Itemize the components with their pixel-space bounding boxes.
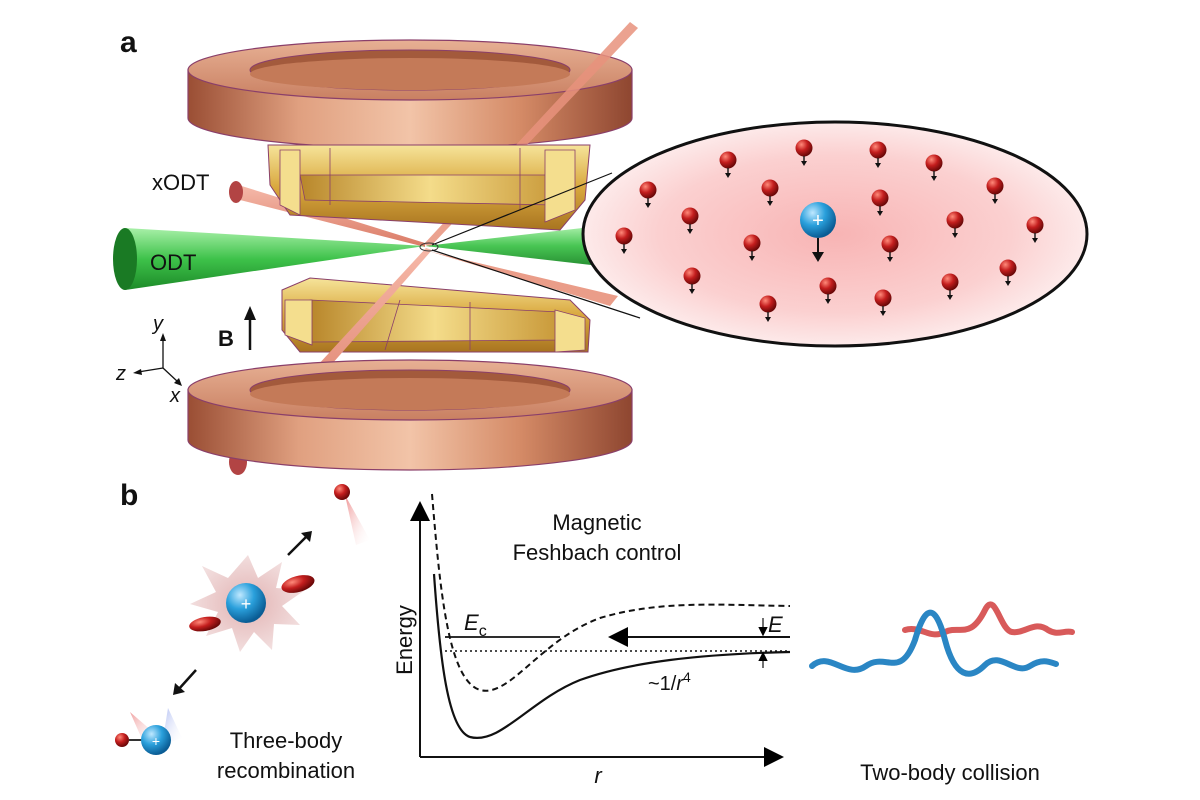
top-electrode (267, 144, 591, 231)
three-body-label-line1: Three-body (230, 728, 343, 753)
xodt-label: xODT (152, 170, 209, 195)
atom (743, 234, 761, 261)
spin-down-arrow-icon (1005, 281, 1011, 286)
energy-axis-label: Energy (392, 605, 417, 675)
axis-z-label: z (115, 363, 126, 385)
b-field-label: B (218, 326, 234, 351)
axis-y-label: y (151, 313, 164, 335)
spin-down-arrow-icon (767, 201, 773, 206)
molecule-arrow-icon (173, 683, 185, 695)
three-body-ion-symbol: + (241, 594, 252, 614)
spin-down-arrow-icon (689, 289, 695, 294)
spin-down-arrow-icon (645, 203, 651, 208)
atom (881, 235, 899, 262)
atom (941, 273, 959, 300)
top-coil (187, 39, 633, 149)
potential-curve-dashed (431, 493, 791, 692)
spin-down-arrow-icon (947, 295, 953, 300)
spin-down-arrow-icon (887, 257, 893, 262)
atom (925, 154, 943, 181)
odt-beam (113, 226, 600, 290)
spin-down-arrow-icon (877, 211, 883, 216)
molecule-ion-symbol: + (152, 733, 160, 749)
spin-down-arrow-icon (880, 311, 886, 316)
ion-symbol: + (812, 210, 824, 232)
panel-a: a (113, 22, 1089, 475)
spin-down-arrow-icon (765, 317, 771, 322)
atoms-layer (615, 139, 1044, 322)
three-body-sketch: + + Three-body recombination (115, 484, 370, 783)
atom (946, 211, 964, 238)
escaping-atom (334, 484, 350, 500)
escape-arrow-icon (301, 531, 312, 542)
three-body-ion (226, 583, 266, 623)
r-axis-label: r (594, 763, 603, 788)
b-field-arrow-icon (244, 306, 256, 320)
potential-curve-solid (432, 573, 791, 740)
atom (986, 177, 1004, 204)
zoom-line-upper (431, 172, 613, 246)
spin-down-arrow-icon (952, 233, 958, 238)
spin-down-arrow-icon (725, 173, 731, 178)
two-body-label: Two-body collision (860, 760, 1040, 785)
trap-center (419, 242, 439, 252)
spin-down-arrow-icon (825, 299, 831, 304)
atom (683, 267, 701, 294)
wave-red (902, 601, 1075, 638)
spin-down-arrow-icon (875, 163, 881, 168)
atom (999, 259, 1017, 286)
atom (795, 139, 813, 166)
spin-down-arrow-icon (992, 199, 998, 204)
spin-down-arrow-icon (749, 256, 755, 261)
spin-down-arrow-icon (801, 161, 807, 166)
spin-down-arrow-icon (1032, 238, 1038, 243)
atom (869, 141, 887, 168)
ion: + (800, 202, 836, 262)
atom (681, 207, 699, 234)
molecule-ion (141, 725, 171, 755)
atom (615, 227, 633, 254)
atom (761, 179, 779, 206)
atom (759, 295, 777, 322)
bottom-electrode (281, 277, 591, 353)
atom-cloud-inset (581, 120, 1089, 348)
plot-title-line1: Magnetic (552, 510, 641, 535)
atom (639, 181, 657, 208)
three-body-label-line2: recombination (217, 758, 355, 783)
atom (871, 189, 889, 216)
two-body-sketch: Two-body collision (809, 601, 1075, 785)
spin-down-arrow-icon (931, 176, 937, 181)
ec-label: Ec (464, 610, 487, 640)
potential-plot: Energy r Magnetic Feshbach control Ec E … (392, 493, 791, 788)
atom (1026, 216, 1044, 243)
coordinate-axes: y z x (115, 313, 182, 407)
plot-title-line2: Feshbach control (513, 540, 682, 565)
wave-blue (809, 609, 1059, 677)
bound-atom-right (281, 575, 315, 593)
b-field: B (218, 306, 256, 351)
odt-label: ODT (150, 250, 196, 275)
bottom-coil (187, 359, 633, 471)
axis-x-label: x (169, 385, 181, 407)
panel-a-label: a (120, 26, 137, 59)
molecule-atom (115, 733, 129, 747)
atom (874, 289, 892, 316)
collision-energy-label: E (768, 612, 783, 637)
panel-b-label: b (120, 479, 138, 512)
spin-down-arrow-icon (687, 229, 693, 234)
zoom-line-lower (431, 249, 641, 319)
xodt-aperture-upper (229, 181, 243, 203)
odt-aperture (113, 228, 137, 290)
atom (719, 151, 737, 178)
panel-b: b + + Three-body recombination (115, 479, 1075, 788)
asymptote-label: ~1/r4 (648, 669, 691, 695)
spin-down-arrow-icon (621, 249, 627, 254)
atom (819, 277, 837, 304)
bound-atom-left (189, 616, 221, 632)
